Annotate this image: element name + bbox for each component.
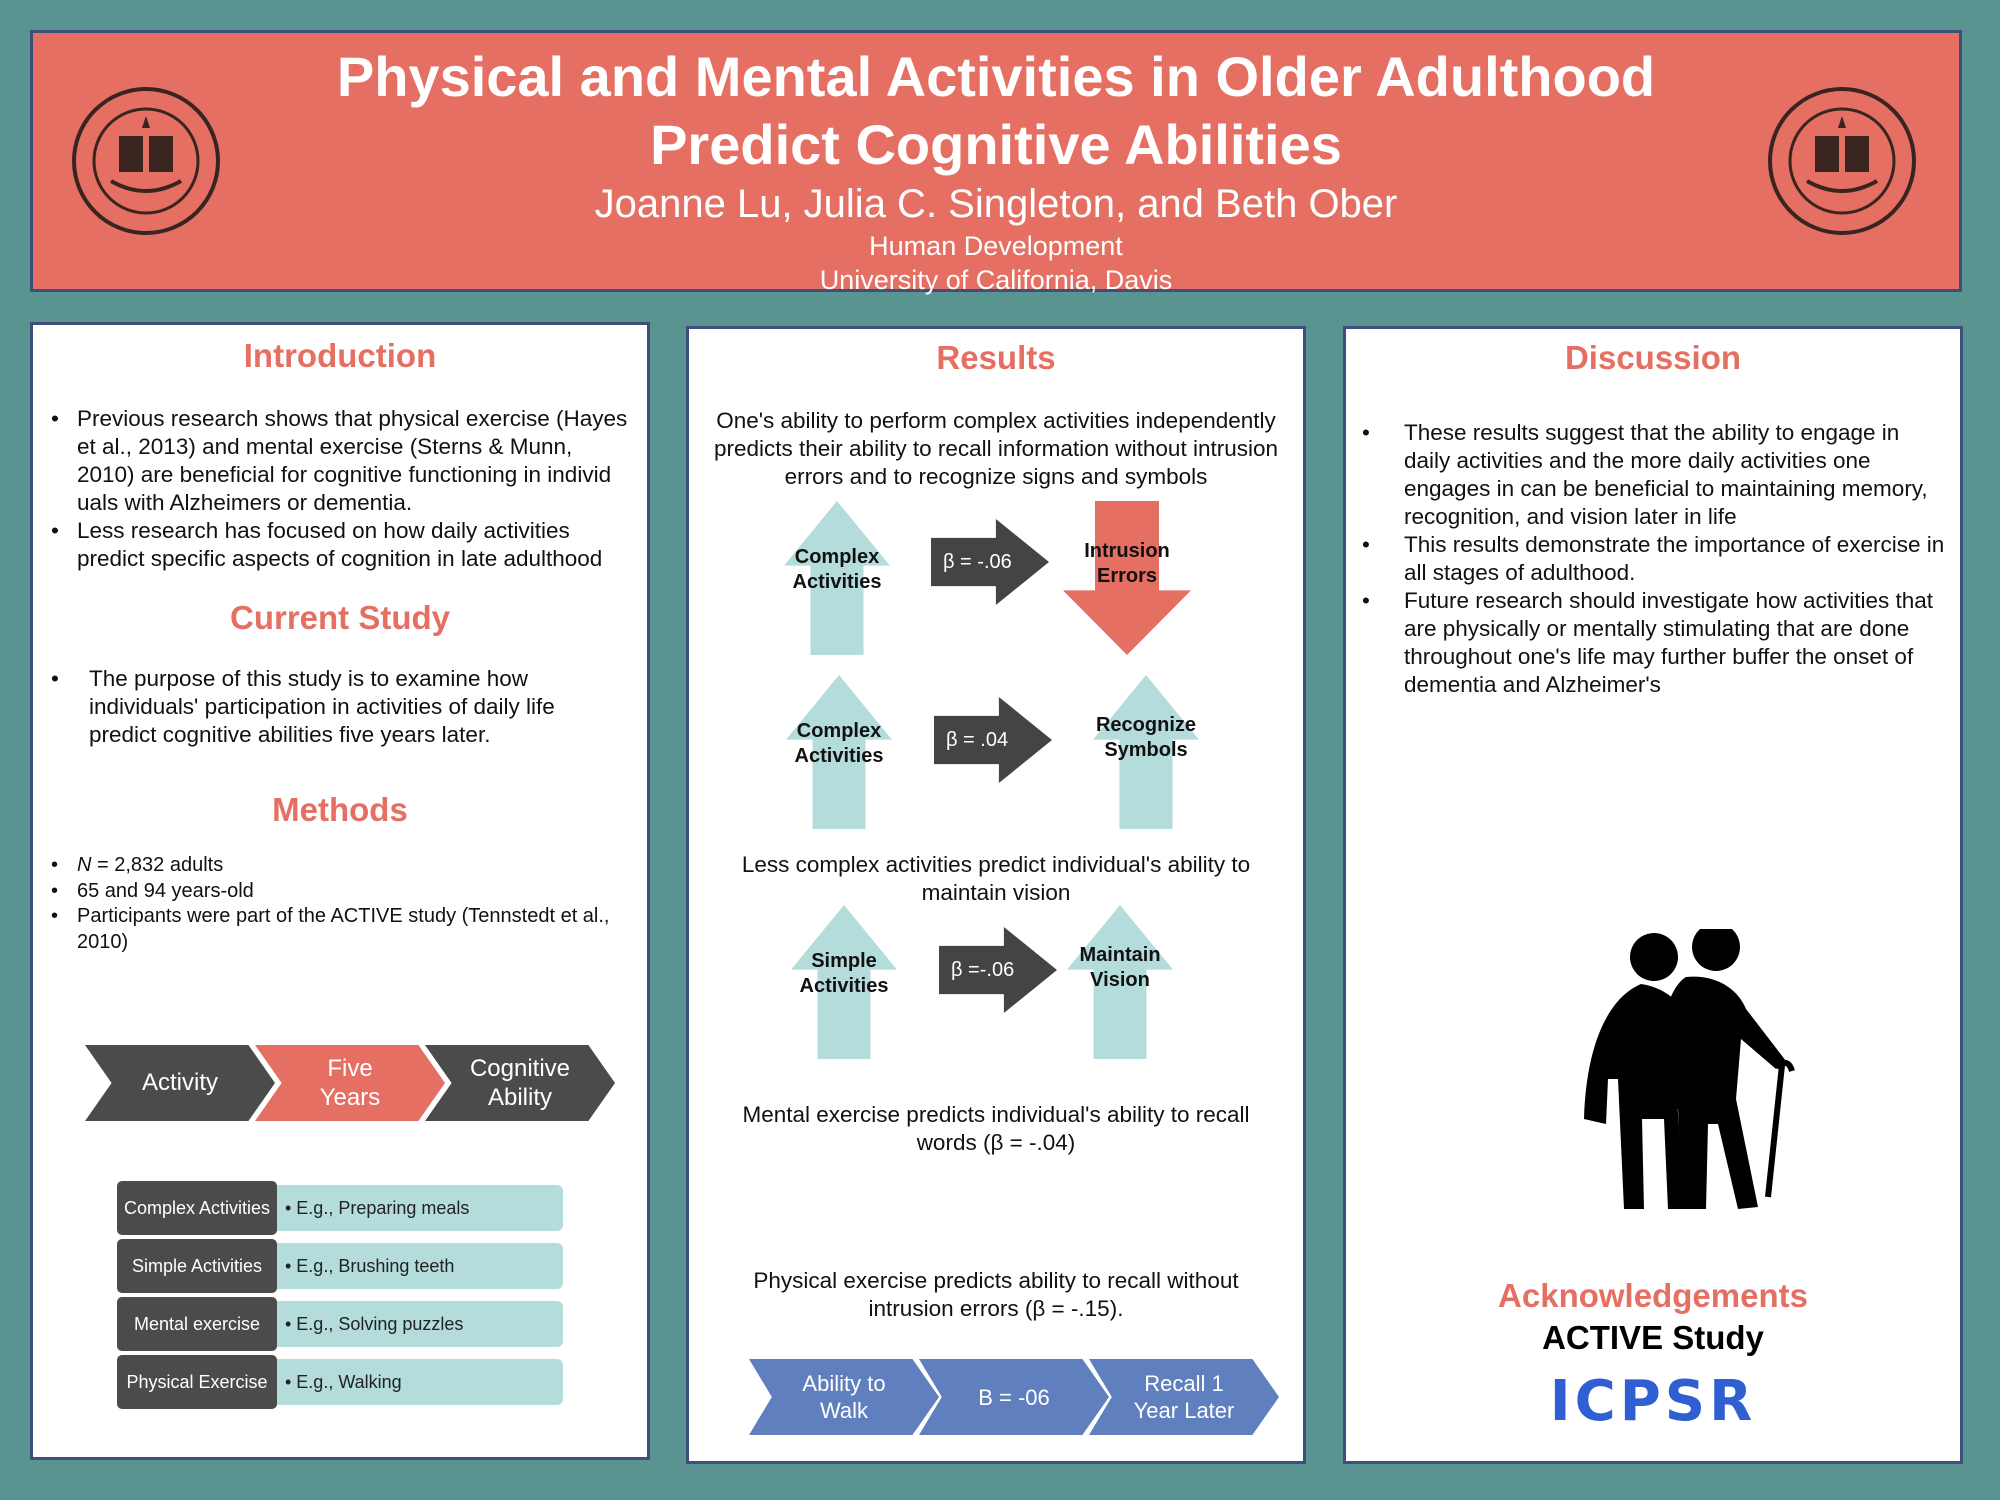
acknowledgement-active-study: ACTIVE Study bbox=[1542, 1319, 1764, 1356]
introduction-heading: Introduction bbox=[243, 337, 437, 374]
flow-step-beta: B = -06 bbox=[919, 1359, 1109, 1435]
title-line-1: Physical and Mental Activities in Older … bbox=[336, 45, 1656, 108]
results-intro: One's ability to perform complex activit… bbox=[713, 408, 1278, 489]
outcome-label: Intrusion Errors bbox=[1084, 540, 1170, 587]
methods-heading: Methods bbox=[272, 791, 408, 828]
discussion-heading: Discussion bbox=[1564, 339, 1742, 376]
results-heading: Results bbox=[936, 339, 1056, 376]
predictor-label: Simple Activities bbox=[799, 950, 889, 997]
example-physical: • E.g., Walking bbox=[271, 1359, 563, 1405]
list-item: Previous research shows that physical ex… bbox=[49, 405, 631, 517]
predictor-label: Complex Activities bbox=[794, 720, 884, 767]
beta-arrow: β = -.06 bbox=[931, 519, 1049, 605]
elderly-couple-icon bbox=[1584, 929, 1795, 1209]
list-item: These results suggest that the ability t… bbox=[1360, 419, 1946, 531]
authors: Joanne Lu, Julia C. Singleton, and Beth … bbox=[594, 182, 1398, 226]
flow-step-walk: Ability to Walk bbox=[749, 1359, 939, 1435]
list-item: The purpose of this study is to examine … bbox=[49, 665, 597, 749]
list-item: This results demonstrate the importance … bbox=[1360, 531, 1946, 587]
label-mental-exercise: Mental exercise bbox=[117, 1297, 277, 1351]
poster-header: Physical and Mental Activities in Older … bbox=[30, 30, 1962, 295]
discussion-panel: Discussion These results suggest that th… bbox=[1343, 326, 1963, 1464]
n-value: = 2,832 adults bbox=[91, 854, 224, 876]
example-mental: • E.g., Solving puzzles bbox=[271, 1301, 563, 1347]
department: Human Development bbox=[869, 231, 1123, 261]
list-item: Less research has focused on how daily a… bbox=[49, 517, 631, 573]
beta-arrow: β =-.06 bbox=[939, 927, 1057, 1013]
current-study-heading: Current Study bbox=[229, 599, 450, 636]
mental-exercise-text: Mental exercise predicts individual's ab… bbox=[742, 1102, 1250, 1155]
outcome-label: Maintain Vision bbox=[1079, 944, 1161, 991]
poster-title: Physical and Mental Activities in Older … bbox=[33, 33, 1959, 179]
predictor-label: Complex Activities bbox=[792, 546, 882, 593]
uc-davis-seal-icon bbox=[1768, 87, 1916, 235]
methods-list: N = 2,832 adults 65 and 94 years-old Par… bbox=[49, 853, 637, 955]
flow-step-recall: Recall 1 Year Later bbox=[1089, 1359, 1279, 1435]
flow-step-cognitive-ability: Cognitive Ability bbox=[425, 1045, 615, 1121]
beta-arrow: β = .04 bbox=[934, 697, 1052, 783]
label-complex-activities: Complex Activities bbox=[117, 1181, 277, 1235]
university: University of California, Davis bbox=[819, 265, 1173, 295]
list-item: 65 and 94 years-old bbox=[49, 879, 637, 905]
introduction-list: Previous research shows that physical ex… bbox=[49, 405, 631, 573]
example-complex: • E.g., Preparing meals bbox=[271, 1185, 563, 1231]
label-physical-exercise: Physical Exercise bbox=[117, 1355, 277, 1409]
flow-step-activity: Activity bbox=[85, 1045, 275, 1121]
results-panel: Results One's ability to perform complex… bbox=[686, 326, 1306, 1464]
acknowledgements-heading: Acknowledgements bbox=[1498, 1277, 1808, 1314]
discussion-list: These results suggest that the ability t… bbox=[1360, 419, 1946, 699]
outcome-label: Recognize Symbols bbox=[1095, 714, 1197, 761]
title-line-2: Predict Cognitive Abilities bbox=[650, 113, 1342, 176]
example-simple: • E.g., Brushing teeth bbox=[271, 1243, 563, 1289]
list-item: N = 2,832 adults bbox=[49, 853, 637, 879]
icpsr-logo: ICPSR bbox=[1549, 1369, 1757, 1434]
physical-exercise-text: Physical exercise predicts ability to re… bbox=[753, 1268, 1239, 1321]
label-simple-activities: Simple Activities bbox=[117, 1239, 277, 1293]
uc-davis-seal-icon bbox=[72, 87, 220, 235]
current-study-list: The purpose of this study is to examine … bbox=[49, 665, 597, 749]
left-panel: Introduction Previous research shows tha… bbox=[30, 322, 650, 1460]
less-complex-text: Less complex activities predict individu… bbox=[741, 852, 1251, 905]
list-item: Future research should investigate how a… bbox=[1360, 587, 1946, 699]
list-item: Participants were part of the ACTIVE stu… bbox=[49, 904, 637, 955]
n-symbol: N bbox=[77, 854, 92, 876]
flow-step-five-years: Five Years bbox=[255, 1045, 445, 1121]
